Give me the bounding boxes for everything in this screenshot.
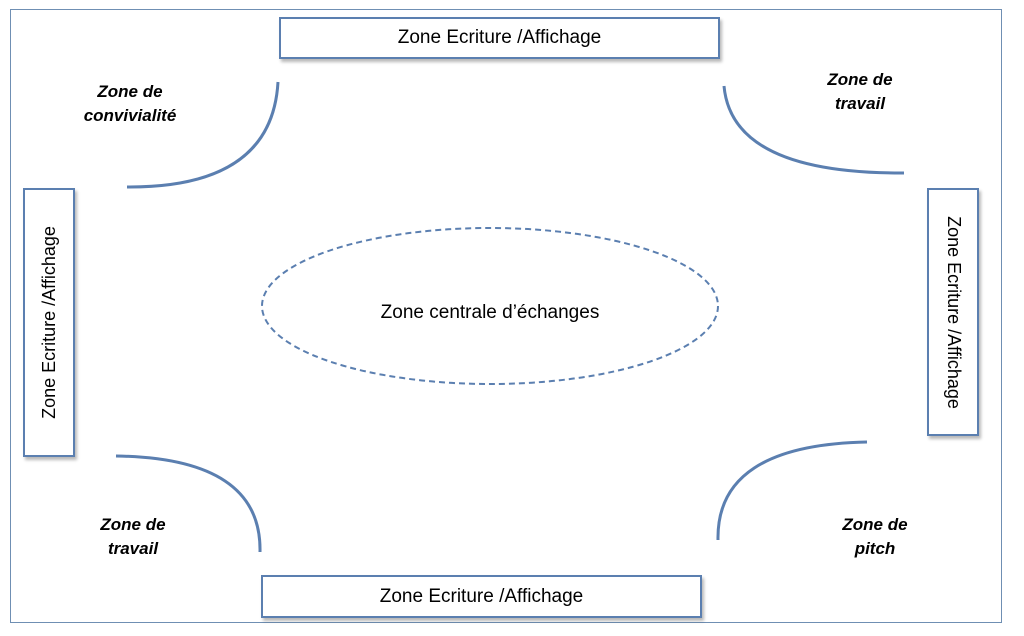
zone-label-top-left: Zone de convivialité [60, 80, 200, 128]
writing-display-label-bottom: Zone Ecriture /Affichage [379, 585, 584, 607]
writing-display-label-left: Zone Ecriture /Affichage [38, 226, 59, 419]
writing-display-label-top: Zone Ecriture /Affichage [397, 27, 602, 48]
zone-label-bottom-right-line1: Zone de [842, 515, 908, 534]
writing-display-box-top: Zone Ecriture /Affichage [279, 17, 720, 59]
zone-label-bottom-right-line2: pitch [854, 539, 896, 558]
writing-display-box-bottom: Zone Ecriture /Affichage [261, 575, 702, 618]
writing-display-box-right: Zone Ecriture /Affichage [927, 188, 979, 436]
zone-label-top-right-line1: Zone de [827, 70, 893, 89]
zone-label-bottom-left-line1: Zone de [100, 515, 166, 534]
zone-label-top-left-line2: convivialité [83, 106, 177, 125]
zone-label-bottom-right: Zone de pitch [805, 513, 945, 561]
zone-label-top-right: Zone de travail [790, 68, 930, 116]
zone-label-bottom-left-line2: travail [107, 539, 159, 558]
writing-display-label-right: Zone Ecriture /Affichage [943, 215, 964, 409]
zone-label-bottom-left: Zone de travail [63, 513, 203, 561]
writing-display-box-left: Zone Ecriture /Affichage [23, 188, 75, 457]
zone-label-top-left-line1: Zone de [97, 82, 163, 101]
zone-label-top-right-line2: travail [834, 94, 886, 113]
center-exchange-label: Zone centrale d’échanges [380, 302, 600, 323]
